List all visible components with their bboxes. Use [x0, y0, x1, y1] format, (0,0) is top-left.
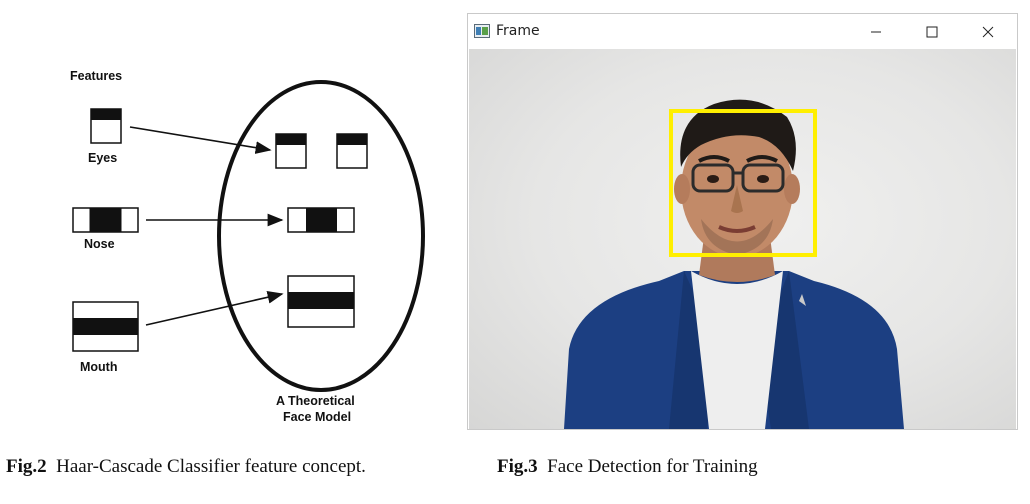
person-photo — [564, 99, 904, 429]
eyes-arrow — [129, 126, 272, 154]
fig3-caption: Fig.3 Face Detection for Training — [497, 456, 758, 478]
model-label-line1: A Theoretical — [276, 394, 355, 408]
model-left-eye-icon — [275, 133, 307, 169]
fig3-caption-text: Face Detection for Training — [547, 456, 758, 477]
model-mouth-icon — [287, 275, 355, 328]
minimize-icon — [871, 31, 881, 32]
fig3-caption-label: Fig.3 — [497, 456, 538, 477]
mouth-label: Mouth — [80, 360, 117, 374]
nose-feature-icon — [72, 207, 139, 233]
window-titlebar[interactable]: Frame — [468, 14, 1017, 49]
model-label-line2: Face Model — [283, 410, 351, 424]
model-right-eye-icon — [336, 133, 368, 169]
mouth-feature-icon — [72, 301, 139, 352]
mouth-arrow — [145, 290, 284, 326]
minimize-button[interactable] — [853, 14, 899, 49]
maximize-button[interactable] — [909, 14, 955, 49]
camera-feed — [469, 49, 1016, 429]
fig2-caption: Fig.2 Haar-Cascade Classifier feature co… — [6, 456, 366, 478]
frame-window: Frame — [467, 13, 1018, 430]
model-nose-icon — [287, 207, 355, 233]
fig2-caption-label: Fig.2 — [6, 456, 47, 477]
face-detection-box — [669, 109, 817, 257]
nose-label: Nose — [84, 237, 115, 251]
features-heading: Features — [70, 69, 122, 83]
frame-app-icon — [474, 24, 490, 38]
eyes-feature-icon — [90, 108, 122, 144]
eyes-label: Eyes — [88, 151, 117, 165]
maximize-icon — [926, 26, 938, 37]
window-title: Frame — [496, 23, 540, 39]
close-button[interactable] — [965, 14, 1011, 49]
haar-feature-diagram: Features Eyes Nose Mouth — [70, 69, 425, 424]
fig2-caption-text: Haar-Cascade Classifier feature concept. — [56, 456, 366, 477]
face-model-ellipse — [217, 80, 425, 392]
close-icon — [982, 26, 994, 37]
